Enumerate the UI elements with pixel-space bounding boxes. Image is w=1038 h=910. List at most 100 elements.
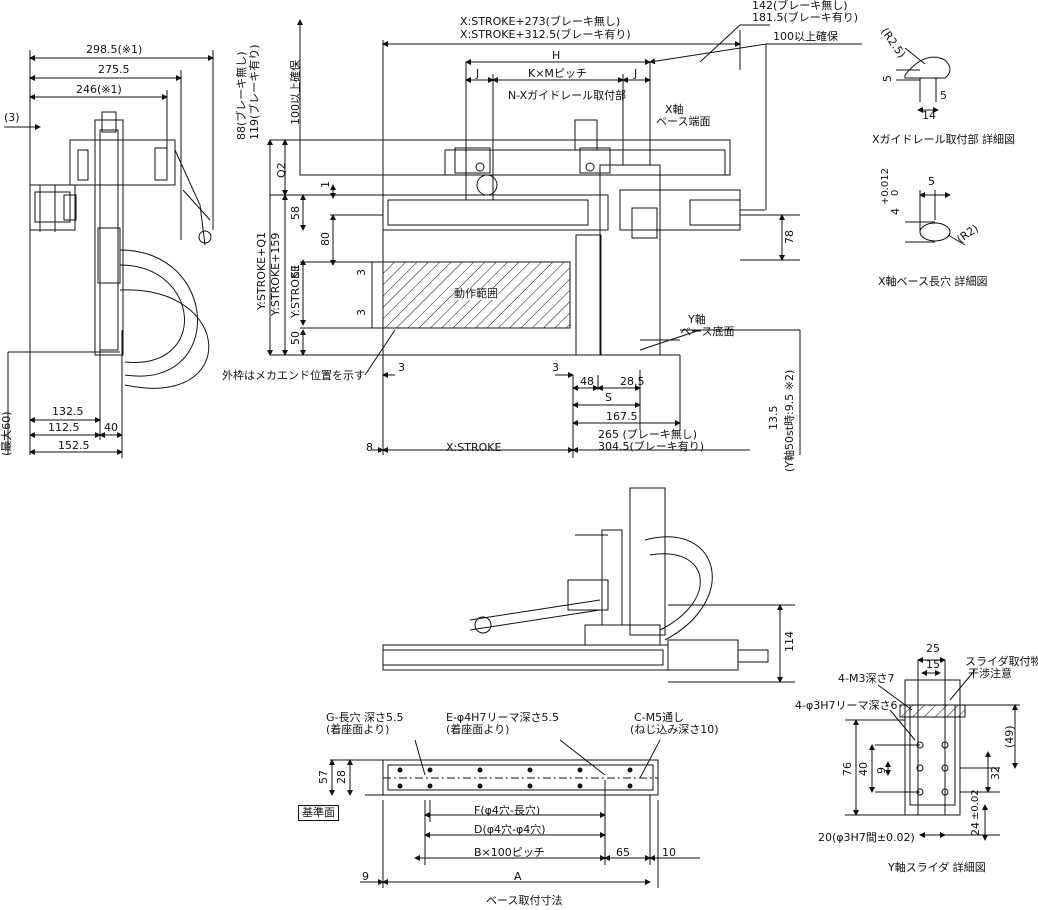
slider-interference: 干渉注意 — [968, 667, 1012, 680]
slider-76: 76 — [841, 762, 854, 776]
dim-114: 114 — [783, 631, 796, 652]
dim-132: 132.5 — [52, 405, 84, 418]
dim-265: 265 (ブレーキ無し) — [598, 428, 698, 441]
c-m5: C-M5通し — [634, 711, 685, 724]
x-stroke-273: X:STROKE+273(ブレーキ無し) — [460, 15, 621, 28]
dim-f: F(φ4穴-長穴) — [474, 804, 541, 817]
y-axis-base-label2: ベース底面 — [680, 325, 735, 338]
front-view — [383, 488, 795, 683]
dim-q2: Q2 — [275, 162, 288, 178]
y50st-note: (Y軸50st時:9.5 ※2) — [783, 369, 796, 472]
dim-167-5: 167.5 — [606, 410, 638, 423]
detail-views — [896, 48, 965, 245]
slider-view-title: Y軸スライダ 詳細図 — [888, 861, 986, 874]
slider-32: 32 — [989, 766, 1002, 780]
ref-surface: 基準面 — [298, 805, 339, 821]
top-view — [267, 19, 862, 458]
dim-28-5: 28.5 — [620, 375, 645, 388]
dim-65: 65 — [616, 846, 630, 859]
dim-112: 112.5 — [48, 421, 80, 434]
max-60: (最大60) — [0, 411, 13, 456]
g-slot: G-長穴 深さ5.5 — [326, 711, 404, 724]
dim-275: 275.5 — [98, 63, 130, 76]
dim-40-side: 40 — [104, 421, 118, 434]
dim-j-right: J — [634, 67, 638, 80]
dim-1: 1 — [319, 181, 332, 188]
detail-14: 14 — [922, 109, 936, 122]
slider-phi3: 4-φ3H7リーマ深さ6 — [795, 699, 898, 712]
dim-10: 10 — [662, 846, 676, 859]
detail-5b: 5 — [940, 89, 947, 102]
e-hole2: (着座面より) — [446, 723, 510, 736]
dim-j-left: J — [476, 67, 480, 80]
y-stroke-q1: Y:STROKE+Q1 — [255, 231, 268, 310]
outer-frame-note: 外枠はメカエンド位置を示す — [222, 369, 365, 382]
x-axis-end-label: X軸 — [665, 103, 684, 116]
dim-3a: 3 — [355, 269, 368, 276]
dim-152: 152.5 — [58, 439, 90, 452]
clearance-right: 100以上確保 — [773, 30, 838, 43]
dim-48: 48 — [580, 375, 594, 388]
dim-kxm: K×Mピッチ — [528, 67, 587, 80]
x-stroke-bottom: X:STROKE — [446, 441, 502, 454]
slider-tol02: ±0.02 — [970, 789, 981, 820]
n-guide-label: N-Xガイドレール取付部 — [508, 89, 627, 102]
dim-304: 304.5(ブレーキ有り) — [598, 440, 705, 453]
dim-s: S — [605, 391, 612, 404]
base-view-title: ベース取付寸法 — [486, 894, 563, 907]
dim-58: 58 — [289, 206, 302, 220]
dim-bx100: B×100ピッチ — [474, 846, 545, 859]
x-stroke-312: X:STROKE+312.5(ブレーキ有り) — [460, 28, 631, 41]
dim-13-5: 13.5 — [767, 405, 780, 431]
dim-80: 80 — [319, 232, 332, 246]
dim-78: 78 — [783, 230, 796, 244]
y-stroke-159: Y:STROKE+159 — [269, 232, 282, 316]
dim-142: 142(ブレーキ無し) — [752, 0, 848, 12]
slider-49: (49) — [1003, 725, 1016, 748]
y-stroke: Y:STROKE — [289, 264, 302, 318]
dim-3d: 3 — [552, 361, 559, 374]
c-m5-2: (ねじ込み深さ10) — [630, 723, 719, 736]
dim-3b: 3 — [355, 309, 368, 316]
side-view — [4, 50, 214, 458]
dim-3c: 3 — [398, 361, 405, 374]
slider-25: 25 — [926, 642, 940, 655]
slider-mount: スライダ取付物 — [965, 655, 1038, 668]
slider-9: 9 — [875, 767, 888, 774]
x-base-slot-title: X軸ベース長穴 詳細図 — [878, 275, 988, 288]
dim-a: A — [514, 870, 522, 883]
detail-4: 4 — [889, 208, 902, 215]
detail-5c: 5 — [928, 175, 935, 188]
slider-40: 40 — [857, 762, 870, 776]
g-slot2: (着座面より) — [326, 723, 390, 736]
brake-88: 88(ブレーキ無し) — [235, 51, 248, 140]
dim-3-side: (3) — [4, 111, 20, 124]
detail-tol0: 0 — [890, 189, 901, 196]
y-axis-base-label: Y軸 — [688, 313, 706, 326]
dim-d: D(φ4穴-φ4穴) — [474, 823, 546, 836]
slider-view — [845, 657, 1020, 841]
detail-tol: +0.012 — [880, 167, 891, 205]
dim-9: 9 — [362, 870, 369, 883]
base-view — [329, 740, 700, 888]
slider-15: 15 — [926, 658, 940, 671]
dim-8: 8 — [366, 441, 373, 454]
x-guide-detail-title: Xガイドレール取付部 詳細図 — [872, 133, 1016, 146]
dim-28: 28 — [335, 770, 348, 784]
dim-181: 181.5(ブレーキ有り) — [752, 11, 859, 24]
brake-119: 119(ブレーキ有り) — [248, 44, 261, 140]
dim-50: 50 — [289, 331, 302, 345]
motion-range: 動作範囲 — [454, 287, 498, 300]
dim-57: 57 — [317, 770, 330, 784]
dim-246: 246(※1) — [76, 83, 122, 96]
dim-298: 298.5(※1) — [86, 43, 143, 56]
e-hole: E-φ4H7リーマ深さ5.5 — [446, 711, 559, 724]
slider-m3: 4-M3深さ7 — [838, 672, 895, 685]
dim-h: H — [552, 49, 561, 62]
x-axis-end-label2: ベース端面 — [656, 115, 711, 128]
detail-5a: 5 — [881, 75, 894, 82]
clearance-left: 100以上確保 — [289, 60, 302, 125]
slider-24: 24 — [969, 822, 982, 836]
slider-phi-pitch: 20(φ3H7間±0.02) — [818, 831, 915, 844]
